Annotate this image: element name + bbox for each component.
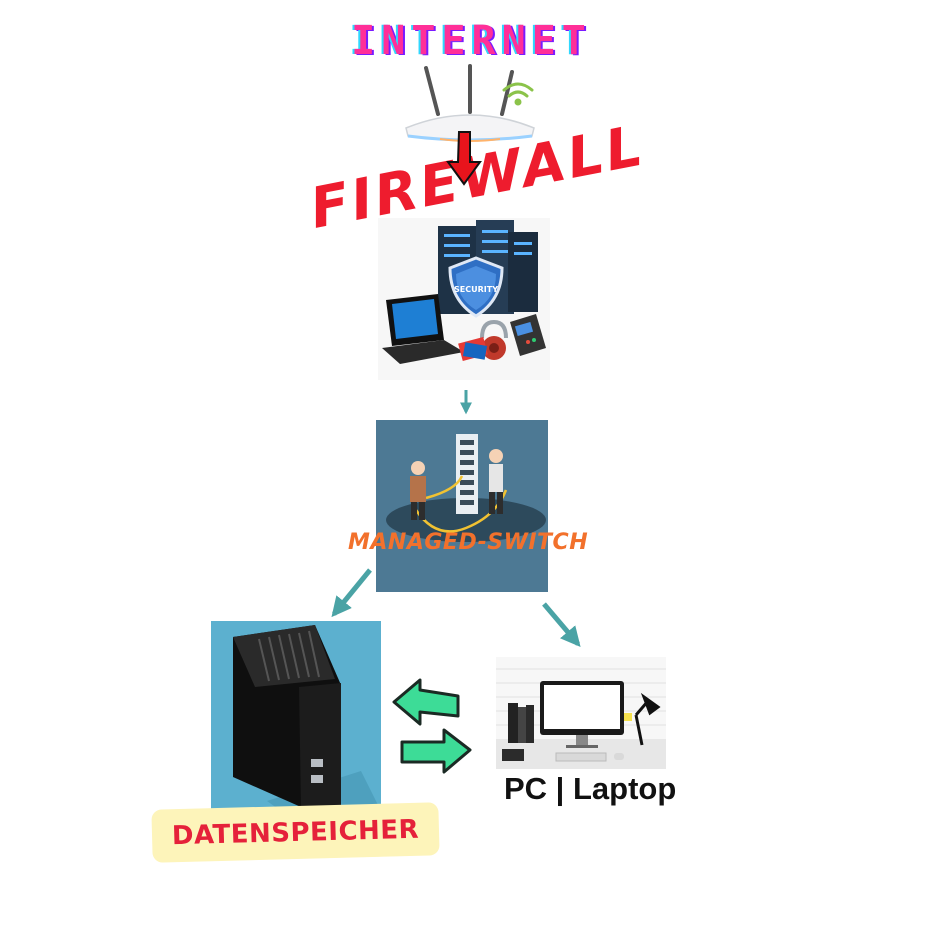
monitor-icon: [540, 681, 624, 748]
storage-label-badge: DATENSPEICHER: [151, 802, 440, 863]
pc-illustration: [496, 657, 666, 769]
person-icon: [489, 449, 503, 514]
internet-title: INTERNET: [351, 18, 592, 64]
card-reader-icon: [510, 314, 546, 356]
managed-switch-illustration: [376, 420, 548, 592]
switch-to-storage-arrow: [331, 568, 372, 618]
wifi-icon: [502, 82, 534, 106]
storage-illustration: [211, 621, 381, 811]
shield-icon: SECURITY: [448, 256, 504, 318]
network-switch-icon: [456, 434, 478, 514]
lamp-icon: [634, 692, 661, 746]
keyboard-icon: [555, 752, 624, 762]
firewall-illustration: SECURITY: [378, 218, 550, 380]
laptop-icon: [382, 294, 464, 364]
lock-icon: [480, 319, 508, 360]
pc-laptop-label: PC | Laptop: [504, 771, 677, 806]
person-icon: [410, 461, 426, 520]
switch-to-pc-arrow: [542, 602, 581, 648]
storage-label: DATENSPEICHER: [171, 814, 420, 851]
managed-switch-label: MANAGED-SWITCH: [348, 530, 589, 555]
external-drive-icon: [233, 625, 381, 811]
security-text: SECURITY: [454, 285, 498, 294]
sync-arrows-icon: [392, 678, 472, 774]
